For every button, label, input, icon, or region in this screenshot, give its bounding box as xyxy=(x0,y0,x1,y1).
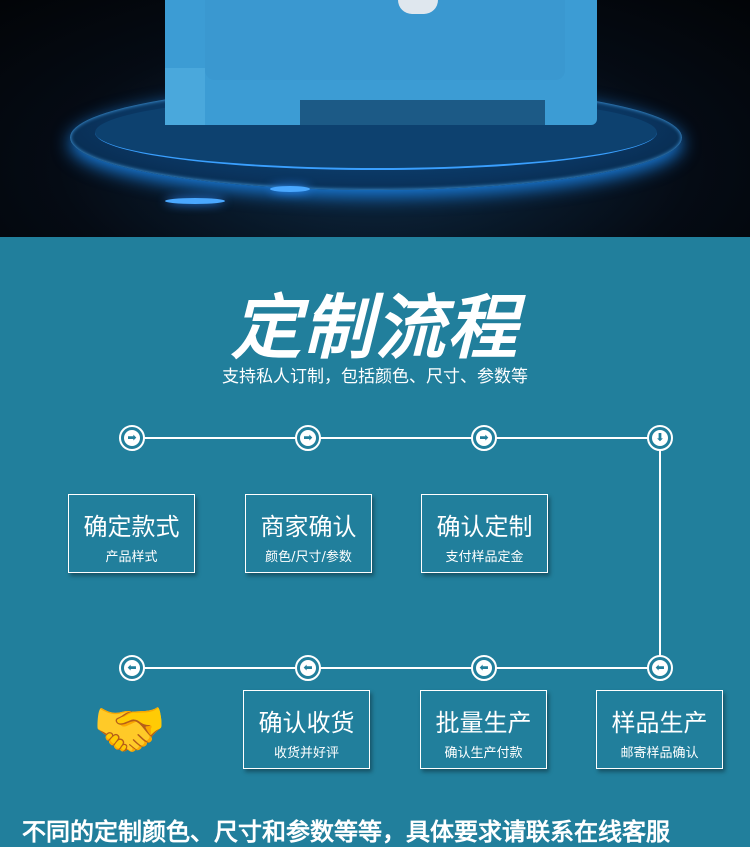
arrow-right-icon: ➡ xyxy=(295,425,321,451)
footer-note: 不同的定制颜色、尺寸和参数等等，具体要求请联系在线客服 xyxy=(22,818,670,846)
glow xyxy=(270,186,310,192)
step-desc: 产品样式 xyxy=(105,550,158,565)
product-body xyxy=(205,0,565,80)
handshake-icon: 🤝 xyxy=(92,695,167,765)
step-title: 样品生产 xyxy=(611,709,708,737)
arrow-left-icon: ⬅ xyxy=(119,655,145,681)
flow-line-top xyxy=(132,437,660,439)
step-title: 商家确认 xyxy=(260,513,357,541)
step-desc: 邮寄样品确认 xyxy=(620,746,699,761)
product-base xyxy=(300,100,545,125)
step-desc: 支付样品定金 xyxy=(445,550,524,565)
arrow-right-icon: ➡ xyxy=(471,425,497,451)
step-title: 确认收货 xyxy=(258,709,355,737)
arrow-left-icon: ⬅ xyxy=(295,655,321,681)
step-desc: 颜色/尺寸/参数 xyxy=(265,550,352,565)
arrow-right-icon: ➡ xyxy=(119,425,145,451)
step-title: 批量生产 xyxy=(435,709,532,737)
step-box: 商家确认颜色/尺寸/参数 xyxy=(245,494,372,573)
page-subtitle: 支持私人订制，包括颜色、尺寸、参数等 xyxy=(222,367,528,387)
step-box: 确认定制支付样品定金 xyxy=(421,494,548,573)
product-label xyxy=(398,0,438,14)
arrow-down-icon: ⬇ xyxy=(647,425,673,451)
glow xyxy=(165,198,225,204)
step-desc: 确认生产付款 xyxy=(444,746,523,761)
step-desc: 收货并好评 xyxy=(273,746,339,761)
flow-line-bottom xyxy=(132,667,660,669)
step-box: 确定款式产品样式 xyxy=(68,494,195,573)
step-title: 确定款式 xyxy=(83,513,180,541)
product xyxy=(165,0,597,125)
arrow-left-icon: ⬅ xyxy=(647,655,673,681)
product-side xyxy=(165,68,205,125)
product-hero-image xyxy=(0,0,750,237)
flow-line-right xyxy=(659,437,661,667)
step-box: 确认收货收货并好评 xyxy=(243,690,370,769)
arrow-left-icon: ⬅ xyxy=(471,655,497,681)
step-title: 确认定制 xyxy=(436,513,533,541)
step-box: 批量生产确认生产付款 xyxy=(420,690,547,769)
step-box: 样品生产邮寄样品确认 xyxy=(596,690,723,769)
page-title: 定制流程 xyxy=(231,287,519,369)
